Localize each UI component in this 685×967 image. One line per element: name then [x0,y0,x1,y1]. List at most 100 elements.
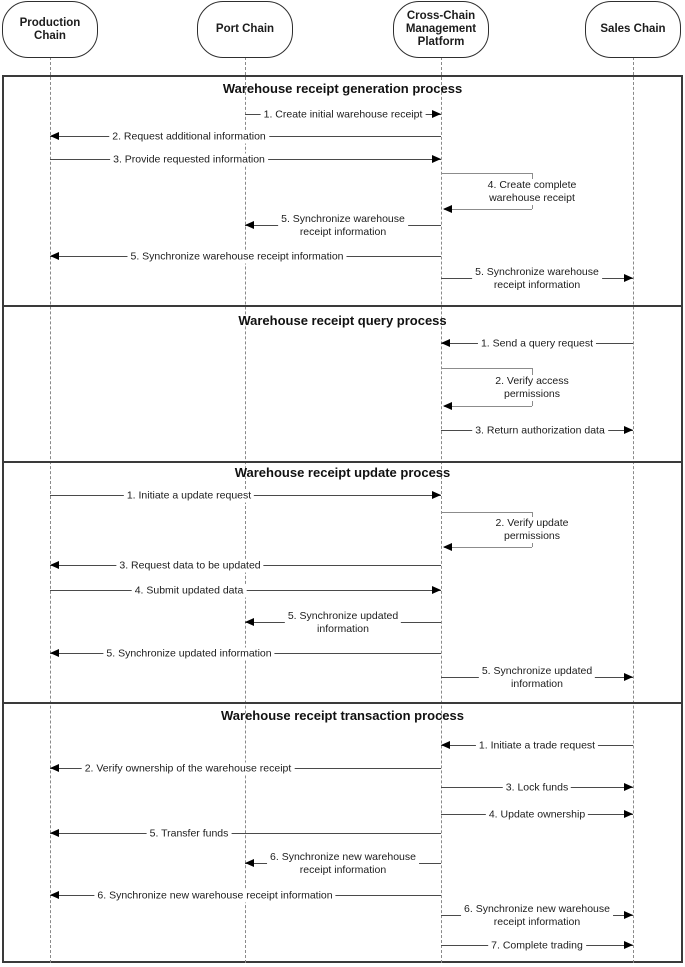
arrowhead [443,402,452,410]
message-label: 3. Provide requested information [110,153,268,166]
message-label-line: 5. Synchronize warehouse [281,212,405,225]
arrowhead [624,673,633,681]
arrowhead [443,205,452,213]
self-message-top-line [441,173,532,174]
message-label-line: 5. Synchronize updated [287,609,399,622]
message-label-line: 5. Synchronize updated [481,664,593,677]
message-label-line: receipt information [299,225,387,238]
message-label: 4. Update ownership [485,808,589,821]
arrowhead [624,810,633,818]
message-label: 1. Create initial warehouse receipt [260,108,426,121]
section-divider [2,461,683,463]
arrowhead [443,543,452,551]
message-label-line: 6. Synchronize new warehouse [464,902,610,915]
message-label: 3. Lock funds [502,781,572,794]
message-label: 6. Synchronize new warehouse receipt inf… [94,889,336,902]
message-label-line: 1. Send a query request [480,337,594,349]
arrowhead [432,586,441,594]
message-label: 4. Submit updated data [131,584,247,597]
section-divider [2,702,683,704]
message-label-line: 5. Synchronize updated information [106,647,272,659]
message-label: 5. Synchronize warehouse receipt informa… [127,250,347,263]
message-label: 1. Send a query request [477,337,597,350]
message-label-line: 5. Synchronize warehouse receipt informa… [130,250,344,262]
message-label-line: 4. Update ownership [488,808,586,820]
section-title: Warehouse receipt update process [234,465,451,480]
section-divider [2,305,683,307]
section-title: Warehouse receipt generation process [222,81,463,96]
actor-label-line: Platform [417,36,465,48]
arrowhead [50,764,59,772]
arrowhead [624,941,633,949]
section-title: Warehouse receipt query process [238,313,447,328]
arrowhead [432,491,441,499]
arrowhead [624,783,633,791]
actor-sales-chain: Sales Chain [585,1,681,58]
actor-port-chain: Port Chain [197,1,293,58]
message-label-line: information [511,677,563,690]
arrowhead [245,618,254,626]
message-label-line: information [317,622,369,635]
arrowhead [441,339,450,347]
message-label-line: permissions [503,387,561,400]
message-line [50,833,441,834]
message-label-line: receipt information [493,278,581,291]
actor-label-line: Port Chain [215,23,275,35]
arrowhead [432,110,441,118]
actor-production-chain: Production Chain [2,1,98,58]
message-label-line: receipt information [493,915,581,928]
lifeline-sales-chain [632,57,634,963]
message-label: 3. Request data to be updated [116,559,264,572]
message-label-line: 2. Request additional information [112,130,266,142]
message-label: 7. Complete trading [488,939,586,952]
self-message-top-line [441,512,532,513]
self-message-bottom-line [444,547,532,548]
message-label-line: 2. Verify update [495,517,569,529]
message-label-line: 5. Synchronize warehouse [475,265,599,278]
message-label-line: 5. Transfer funds [149,827,229,839]
message-label: 5. Transfer funds [146,827,232,840]
message-label: 5. Synchronize updated information [103,647,275,660]
actor-label-line: Production Chain [19,16,81,42]
actor-label-line: Management [405,23,477,35]
lifeline-production-chain [49,57,51,963]
message-label-line: 2. Verify access [495,374,569,387]
section-title: Warehouse receipt transaction process [221,708,464,723]
message-label-line: receipt information [299,863,387,876]
lifeline-cross-chain-management-platform [440,57,442,963]
actor-label-line: Cross-Chain [406,10,476,22]
message-label-line: 3. Request data to be updated [119,559,261,571]
arrowhead [50,649,59,657]
arrowhead [245,221,254,229]
arrowhead [245,859,254,867]
message-label-line: 3. Return authorization data [475,424,605,436]
arrowhead [624,911,633,919]
message-label-line: 3. Lock funds [505,781,569,793]
message-label: 2. Request additional information [109,130,269,143]
message-label: 1. Initiate a update request [123,489,255,502]
arrowhead [50,891,59,899]
message-label-line: warehouse receipt [489,191,575,204]
self-message-bottom-line [444,406,532,407]
message-label: 2. Verify ownership of the warehouse rec… [81,762,295,775]
message-label-line: 4. Submit updated data [134,584,244,596]
self-message-bottom-line [444,209,532,210]
message-label-line: 1. Initiate a update request [126,489,252,501]
arrowhead [50,132,59,140]
message-label-line: 7. Complete trading [491,939,583,951]
arrowhead [50,829,59,837]
arrowhead [50,561,59,569]
actor-label-line: Sales Chain [600,23,666,35]
process-frame [2,75,683,963]
message-label-line: 1. Create initial warehouse receipt [263,108,423,120]
